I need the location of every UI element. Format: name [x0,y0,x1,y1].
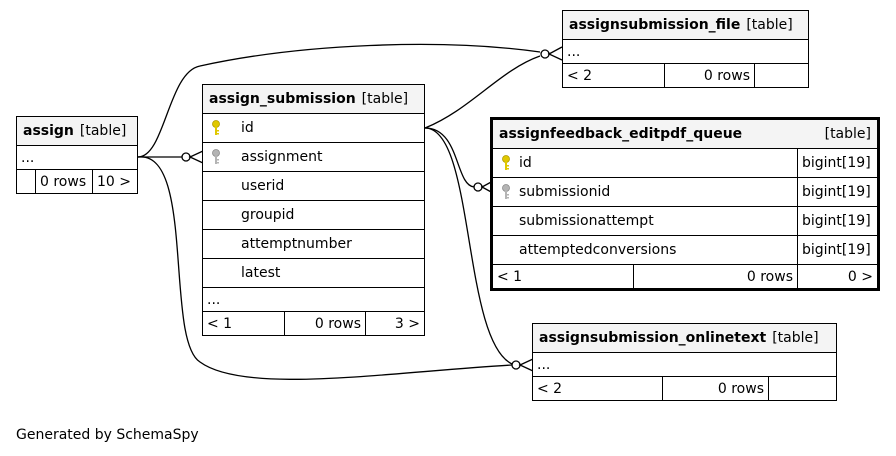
column-name: id [519,155,532,171]
column-row: id [203,114,424,143]
row-count: 0 rows [634,265,798,288]
edge-assign-to-assignsubmission-onlinetext [137,156,513,380]
more-columns: ... [563,40,808,64]
parents-count [17,170,36,193]
parents-count: < 2 [533,377,663,400]
primary-key-icon [203,120,229,136]
table-header: assign_submission [table] [203,85,424,114]
column-row: attemptedconversions bigint[19] [493,236,877,265]
column-name: attemptedconversions [519,242,677,258]
column-name: userid [241,178,285,194]
more-columns: ... [533,353,836,377]
parents-count: < 1 [493,265,634,288]
table-name: assignsubmission_onlinetext [539,330,767,346]
column-name: id [241,120,254,136]
table-name: assignfeedback_editpdf_queue [499,126,743,142]
table-footer: < 2 0 rows [533,377,836,400]
table-header: assign [table] [17,117,137,146]
table-type: [table] [772,330,819,346]
column-row: assignment [203,143,424,172]
column-row: id bigint[19] [493,149,877,178]
column-name: latest [241,265,281,281]
row-count: 0 rows [285,312,366,335]
children-count: 10 > [97,173,131,190]
table-type: [table] [79,123,127,139]
children-count [755,64,808,87]
column-type: bigint[19] [797,236,877,264]
column-name: assignment [241,149,323,165]
table-footer: < 2 0 rows [563,64,808,87]
edge-submission-to-file [424,55,541,129]
edge-assign-to-assignsubmission-file [137,43,541,158]
crowfoot-marker [188,150,204,164]
children-count: 0 > [847,268,873,285]
column-name: attemptnumber [241,236,352,252]
children-count: 3 > [394,315,420,332]
column-type: bigint[19] [797,178,877,206]
row-count: 0 rows [36,170,93,193]
table-footer: 0 rows 10 > [17,170,137,193]
table-assignsubmission-file[interactable]: assignsubmission_file [table] ... < 2 0 … [562,10,809,88]
column-row: userid [203,172,424,201]
row-count: 0 rows [663,377,769,400]
table-assignsubmission-onlinetext[interactable]: assignsubmission_onlinetext [table] ... … [532,323,837,401]
table-header: assignsubmission_onlinetext [table] [533,324,836,353]
row-count: 0 rows [665,64,755,87]
column-row: submissionattempt bigint[19] [493,207,877,236]
table-type: [table] [824,126,871,142]
edge-submission-to-onlinetext [424,127,513,365]
column-row: submissionid bigint[19] [493,178,877,207]
children-count [769,377,836,400]
table-name: assignsubmission_file [569,17,741,33]
crowfoot-marker [518,358,534,372]
parents-count: < 1 [203,312,285,335]
column-name: submissionid [519,184,611,200]
generated-by-text: Generated by SchemaSpy [16,427,199,443]
column-row: attemptnumber [203,230,424,259]
foreign-key-icon [493,184,519,200]
column-type: bigint[19] [797,207,877,235]
primary-key-icon [493,155,519,171]
column-type: bigint[19] [797,149,877,177]
column-row: groupid [203,201,424,230]
table-name: assign_submission [209,91,356,107]
more-columns: ... [17,146,137,170]
more-columns: ... [203,288,424,312]
crowfoot-marker [547,46,563,61]
table-type: [table] [361,91,409,107]
crowfoot-marker [480,180,494,194]
table-type: [table] [746,17,793,33]
parents-count: < 2 [563,64,665,87]
table-assignfeedback-editpdf-queue[interactable]: assignfeedback_editpdf_queue [table] id … [490,117,880,291]
foreign-key-icon [203,149,229,165]
table-footer: < 1 0 rows 0 > [493,265,877,288]
edge-submission-to-editpdf-queue [424,127,475,188]
table-assign[interactable]: assign [table] ... 0 rows 10 > [16,116,138,194]
table-assign-submission[interactable]: assign_submission [table] id assignment … [202,84,425,336]
table-header: assignsubmission_file [table] [563,11,808,40]
table-footer: < 1 0 rows 3 > [203,312,424,335]
column-row: latest [203,259,424,288]
table-name: assign [23,123,74,139]
column-name: submissionattempt [519,213,654,229]
table-header: assignfeedback_editpdf_queue [table] [493,120,877,149]
column-name: groupid [241,207,295,223]
